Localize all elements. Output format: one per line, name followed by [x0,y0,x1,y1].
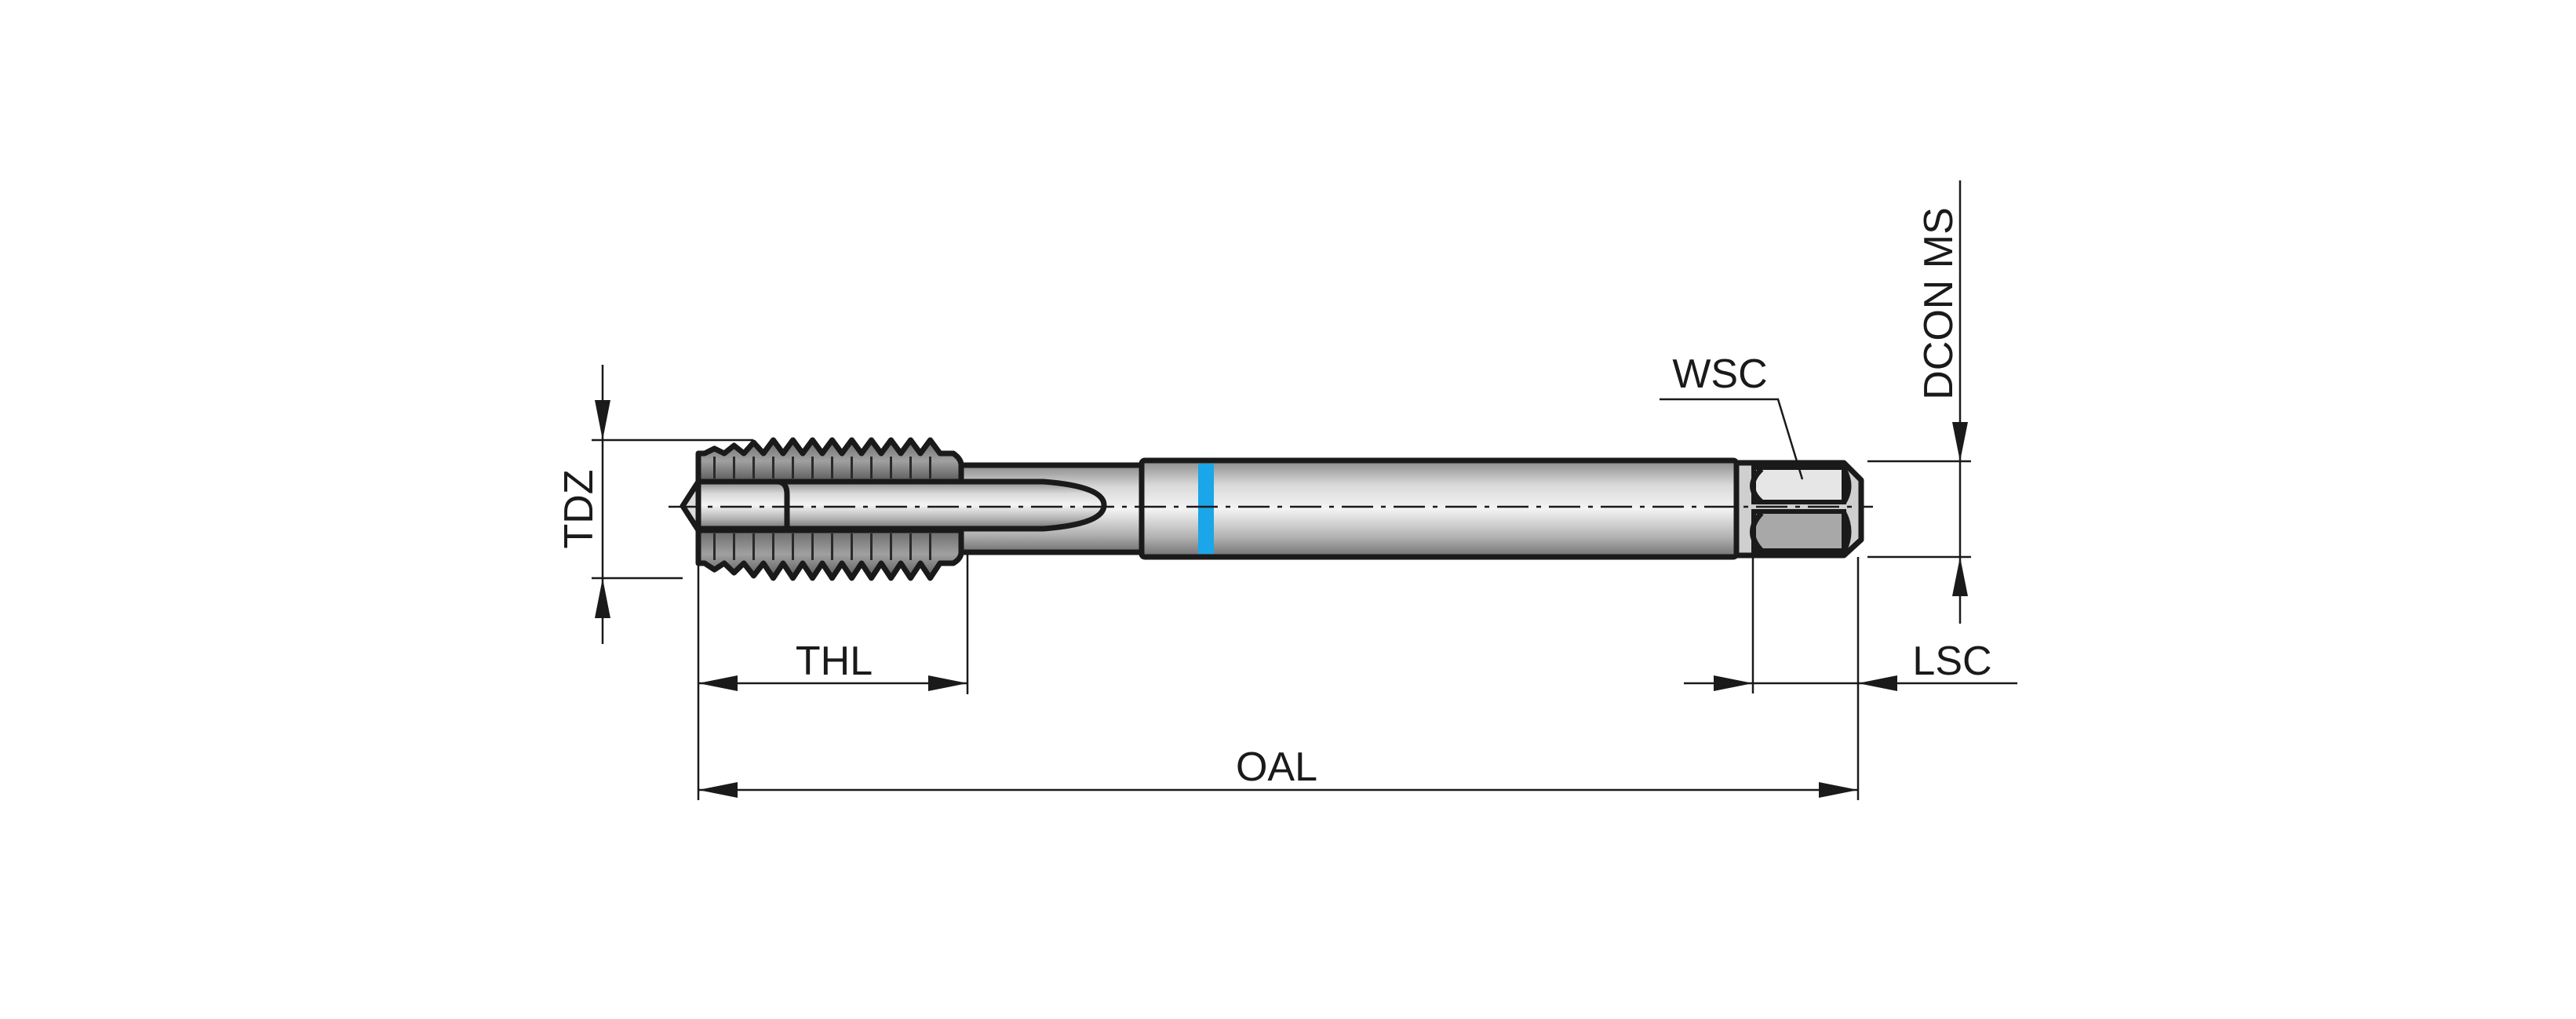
flute-edge [698,479,790,529]
dcon-ms-dimension: DCON MS [1867,180,1971,624]
lsc-label: LSC [1912,639,1991,684]
square-drive [1733,460,1864,559]
dcon-ms-label: DCON MS [1916,207,1962,400]
tdz-label: TDZ [556,469,602,548]
thl-label: THL [796,639,873,684]
thread-lower-teeth [695,527,964,581]
oal-label: OAL [1236,744,1317,790]
oal-dimension: OAL [698,557,1860,800]
shank [1139,457,1740,560]
thread-upper-teeth [695,437,964,485]
identification-ring [1198,464,1214,554]
tdz-dimension: TDZ [556,365,753,644]
lsc-dimension: LSC [1684,553,2017,693]
thl-dimension: THL [697,533,969,800]
wsc-label: WSC [1672,351,1767,397]
flute [695,479,1107,532]
thread-section [695,437,964,581]
wsc-annotation: WSC [1660,351,1804,480]
